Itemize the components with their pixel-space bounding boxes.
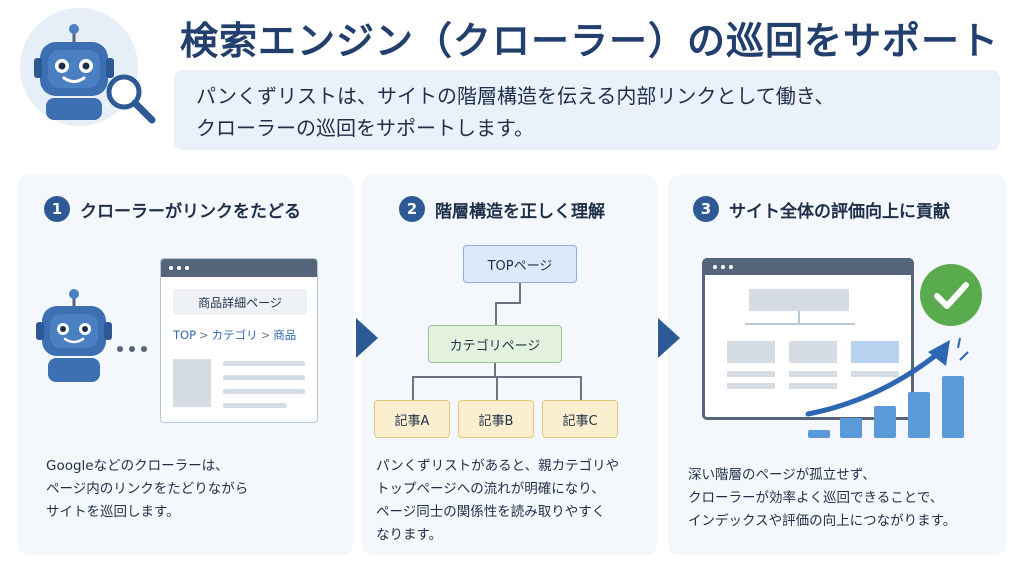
- tree-node-category: カテゴリページ: [428, 325, 562, 363]
- breadcrumb-top[interactable]: TOP: [173, 328, 197, 342]
- page-label: 商品詳細ページ: [173, 289, 307, 315]
- step-heading-1: 1 クローラーがリンクをたどる: [44, 196, 301, 222]
- growth-bar: [874, 406, 896, 438]
- site-line: [727, 371, 775, 377]
- image-placeholder: [173, 359, 211, 407]
- growth-bar: [942, 376, 964, 438]
- tree-node-article-a: 記事A: [374, 400, 450, 438]
- step-heading-3: 3 サイト全体の評価向上に貢献: [693, 196, 950, 222]
- site-block: [789, 341, 837, 363]
- magnifier-icon: [106, 74, 156, 124]
- site-line: [789, 371, 837, 377]
- breadcrumb: TOP>カテゴリ>商品: [173, 327, 296, 343]
- step-title-3: サイト全体の評価向上に貢献: [729, 201, 950, 222]
- arrow-right-icon: [658, 318, 680, 358]
- window-dot: [185, 266, 189, 270]
- dots-icon: [117, 346, 147, 352]
- step-description-3: 深い階層のページが孤立せず、 クローラーが効率よく巡回できることで、 インデック…: [688, 467, 957, 529]
- breadcrumb-separator: >: [199, 328, 209, 342]
- intro-text: パンくずリストは、サイトの階層構造を伝える内部リンクとして働き、 クローラーの巡…: [196, 84, 835, 140]
- site-header-block: [749, 289, 849, 311]
- tree-connector: [580, 376, 582, 400]
- robot-icon: [34, 24, 114, 120]
- text-line: [223, 375, 305, 380]
- growth-bar: [908, 392, 930, 438]
- step-description-2: パンくずリストがあると、親カテゴリや トップページへの流れが明確になり、 ページ…: [376, 458, 620, 543]
- window-dot: [713, 265, 717, 269]
- page-title: 検索エンジン（クローラー）の巡回をサポート: [180, 19, 1000, 63]
- crawler-robot-icon: [36, 289, 112, 382]
- tree-connector: [495, 302, 497, 325]
- site-block-highlight: [851, 341, 899, 363]
- tree-connector: [496, 376, 498, 400]
- browser-titlebar: [161, 259, 317, 277]
- step-number-2: 2: [399, 196, 425, 222]
- step-heading-2: 2 階層構造を正しく理解: [399, 196, 605, 222]
- growth-bar: [808, 430, 830, 438]
- step-title-1: クローラーがリンクをたどる: [80, 201, 301, 222]
- browser-mockup: 商品詳細ページ TOP>カテゴリ>商品: [160, 258, 318, 423]
- site-line: [727, 383, 775, 389]
- window-dot: [169, 266, 173, 270]
- arrow-right-icon: [356, 318, 378, 358]
- tree-node-article-c: 記事C: [542, 400, 618, 438]
- trend-arrow-icon: [805, 337, 969, 417]
- tree-connector: [495, 302, 521, 304]
- tree-connector: [519, 283, 521, 303]
- step-number-1: 1: [44, 196, 70, 222]
- tree-node-article-b: 記事B: [458, 400, 534, 438]
- breadcrumb-separator: >: [260, 328, 271, 342]
- site-connector: [745, 323, 855, 325]
- step-panel-2: [362, 175, 657, 555]
- tree-node-top: TOPページ: [463, 245, 577, 283]
- growth-bar: [840, 418, 862, 438]
- site-connector: [798, 311, 800, 323]
- tree-connector: [412, 376, 414, 400]
- text-line: [223, 403, 287, 408]
- text-line: [223, 361, 305, 366]
- step-description-1: Googleなどのクローラーは、 ページ内のリンクをたどりながら サイトを巡回し…: [46, 458, 249, 520]
- site-line: [789, 383, 837, 389]
- window-dot: [177, 266, 181, 270]
- site-line: [851, 371, 899, 377]
- window-dot: [729, 265, 733, 269]
- site-titlebar: [705, 261, 911, 275]
- step-title-2: 階層構造を正しく理解: [435, 201, 605, 222]
- site-block: [727, 341, 775, 363]
- window-dot: [721, 265, 725, 269]
- text-line: [223, 389, 305, 394]
- step-number-3: 3: [693, 196, 719, 222]
- breadcrumb-product[interactable]: 商品: [273, 328, 297, 342]
- breadcrumb-category[interactable]: カテゴリ: [211, 328, 258, 342]
- intro-box: [174, 70, 1000, 150]
- check-icon: [920, 264, 982, 326]
- tree-connector: [494, 363, 496, 377]
